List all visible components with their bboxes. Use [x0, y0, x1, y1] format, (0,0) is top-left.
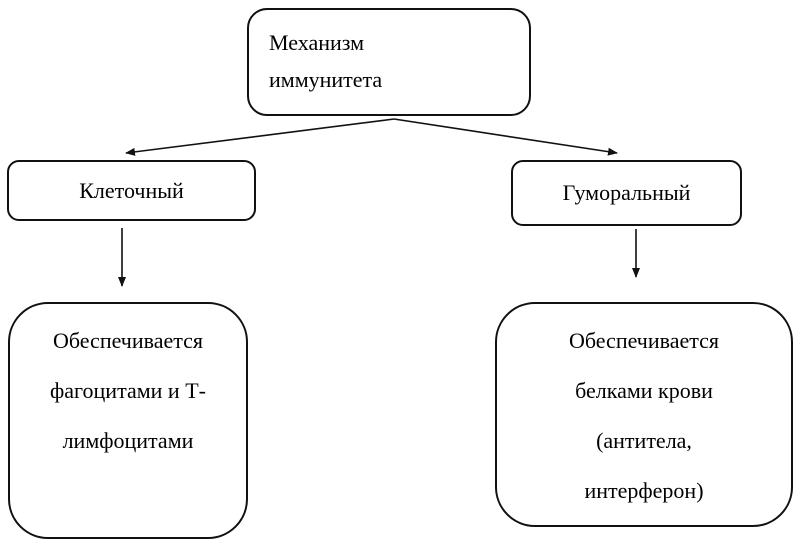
root-label-line: Механизм	[269, 30, 365, 55]
description-line: фагоцитами и Т-	[50, 378, 206, 403]
cellular-description-node: Обеспечивается фагоцитами и Т- лимфоцита…	[8, 302, 248, 539]
arrow-root-to-cellular	[125, 118, 395, 156]
cellular-node: Клеточный	[7, 160, 256, 221]
description-line: Обеспечивается	[568, 328, 720, 353]
description-line: (антитела,	[596, 428, 692, 453]
description-line: Обеспечивается	[52, 328, 204, 353]
description-line: лимфоцитами	[62, 428, 194, 453]
humoral-label: Гуморальный	[562, 180, 691, 205]
root-node: Механизм иммунитета	[247, 8, 531, 116]
cellular-label: Клеточный	[79, 177, 184, 203]
description-line: белками крови	[575, 378, 713, 403]
humoral-node: Гуморальный	[511, 160, 742, 226]
humoral-description-node: Обеспечивается белками крови (антитела, …	[495, 302, 793, 527]
description-line: интерферон)	[584, 478, 704, 503]
root-label-line: иммунитета	[269, 67, 383, 92]
arrow-root-to-humoral	[393, 118, 618, 156]
